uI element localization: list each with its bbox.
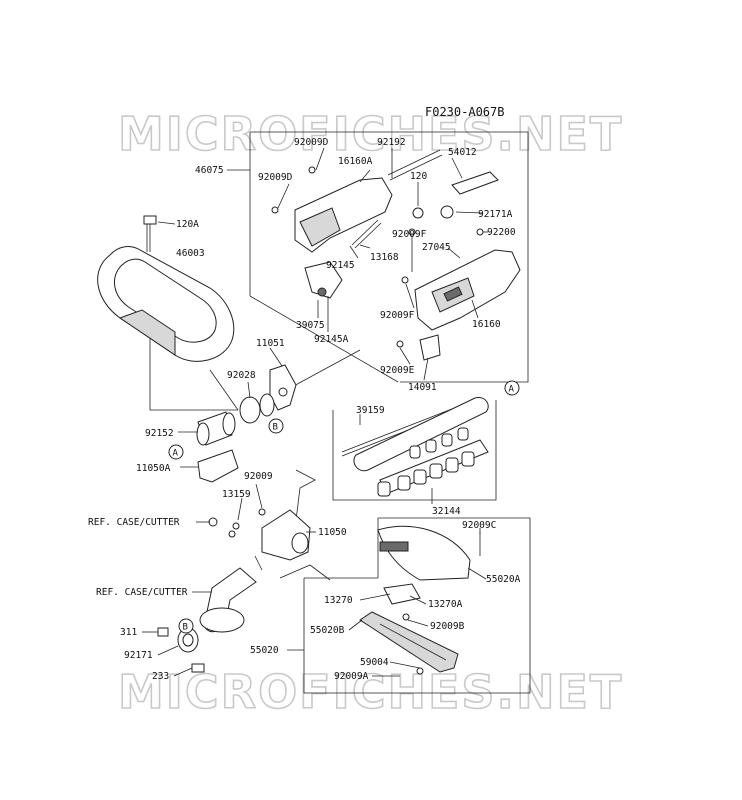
label-92192: 92192 — [377, 137, 406, 148]
label-92200: 92200 — [487, 227, 516, 238]
figure-code: F0230-A067B — [425, 105, 504, 119]
label-11050A: 11050A — [136, 463, 171, 474]
gear-head — [199, 509, 311, 633]
label-27045: 27045 — [422, 242, 451, 253]
label-92009D-top: 92009D — [294, 137, 329, 148]
label-55020A: 55020A — [486, 574, 521, 585]
label-92152: 92152 — [145, 428, 174, 439]
label-13270A: 13270A — [428, 599, 463, 610]
callout-a-top: A — [504, 380, 520, 396]
label-16160A: 16160A — [338, 156, 373, 167]
label-92145A: 92145A — [314, 334, 349, 345]
small-parts-left — [157, 508, 266, 673]
svg-text:B: B — [273, 423, 278, 433]
throttle-cable — [387, 149, 499, 195]
watermark-bottom: MICROFICHES.NET — [118, 665, 623, 719]
label-92145: 92145 — [326, 260, 355, 271]
label-92171: 92171 — [124, 650, 153, 661]
label-92171A: 92171A — [478, 209, 513, 220]
svg-text:A: A — [509, 385, 515, 395]
label-92028: 92028 — [227, 370, 256, 381]
label-120: 120 — [410, 171, 427, 182]
label-39159: 39159 — [356, 405, 385, 416]
label-13168: 13168 — [370, 252, 399, 263]
frame-lines — [149, 131, 531, 694]
label-11050: 11050 — [318, 527, 347, 538]
grip-clamp — [239, 364, 297, 424]
label-59004: 59004 — [360, 657, 389, 668]
label-311: 311 — [120, 627, 137, 638]
label-13159: 13159 — [222, 489, 251, 500]
label-92009A: 92009A — [334, 671, 369, 682]
label-ref-case-cutter-2: REF. CASE/CUTTER — [96, 587, 188, 598]
watermark-top: MICROFICHES.NET — [118, 107, 623, 161]
svg-text:A: A — [173, 449, 179, 459]
part-labels: 92009D 92192 54012 16160A 46075 92009D 1… — [88, 137, 521, 682]
sleeve-92152 — [196, 411, 236, 446]
label-92009D-left: 92009D — [258, 172, 293, 183]
callout-a-left: A — [168, 444, 184, 460]
label-46003: 46003 — [176, 248, 205, 259]
leader-lines — [142, 147, 488, 677]
label-55020B: 55020B — [310, 625, 345, 636]
label-46075: 46075 — [195, 165, 224, 176]
label-120A: 120A — [176, 219, 199, 230]
label-92009F-top: 92009F — [392, 229, 427, 240]
bolt-120a — [143, 215, 157, 252]
clamp-11050a — [197, 449, 239, 483]
guard-parts — [359, 525, 481, 675]
switch-housing-right — [414, 249, 521, 361]
label-32144: 32144 — [432, 506, 461, 517]
switch-housing-left — [294, 177, 393, 299]
handle-loop — [97, 246, 235, 362]
label-92009C: 92009C — [462, 520, 496, 531]
label-11051: 11051 — [256, 338, 285, 349]
label-14091: 14091 — [408, 382, 437, 393]
callout-b-mid: B — [268, 418, 284, 434]
label-54012: 54012 — [448, 147, 477, 158]
label-16160: 16160 — [472, 319, 501, 330]
label-92009-mid: 92009 — [244, 471, 273, 482]
label-92009F: 92009F — [380, 310, 415, 321]
callout-b-low: B — [178, 618, 194, 634]
label-92009E: 92009E — [380, 365, 415, 376]
svg-text:B: B — [183, 623, 188, 633]
label-92009B: 92009B — [430, 621, 465, 632]
label-233: 233 — [152, 671, 169, 682]
label-ref-case-cutter-1: REF. CASE/CUTTER — [88, 517, 180, 528]
label-55020: 55020 — [250, 645, 279, 656]
bushings — [377, 427, 475, 497]
label-13270: 13270 — [324, 595, 353, 606]
small-parts-top — [271, 166, 484, 348]
label-39075: 39075 — [296, 320, 325, 331]
